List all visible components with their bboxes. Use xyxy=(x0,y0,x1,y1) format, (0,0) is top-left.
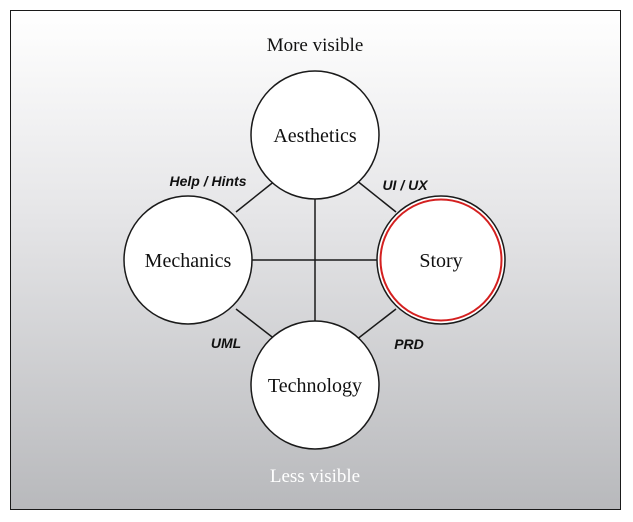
more-visible-label: More visible xyxy=(267,35,364,56)
edge-label-ui-ux: UI / UX xyxy=(382,177,429,193)
line-aesthetics-story xyxy=(355,179,397,213)
edge-label-prd: PRD xyxy=(394,336,424,352)
node-technology: Technology xyxy=(250,320,380,450)
node-aesthetics-label: Aesthetics xyxy=(273,125,357,147)
node-aesthetics: Aesthetics xyxy=(250,70,380,200)
node-technology-label: Technology xyxy=(268,375,362,397)
edge-label-uml: UML xyxy=(211,335,241,351)
line-aesthetics-mechanics xyxy=(235,179,277,213)
story-highlight-ring xyxy=(379,198,503,322)
line-mechanics-technology xyxy=(235,308,277,341)
edge-label-help-hints: Help / Hints xyxy=(169,173,246,189)
node-mechanics: Mechanics xyxy=(123,195,253,325)
node-story-label: Story xyxy=(419,250,462,272)
less-visible-label: Less visible xyxy=(270,466,360,487)
node-story: Story xyxy=(376,195,506,325)
node-mechanics-label: Mechanics xyxy=(145,250,232,272)
connection-lines xyxy=(235,179,397,341)
line-technology-story xyxy=(355,308,397,341)
